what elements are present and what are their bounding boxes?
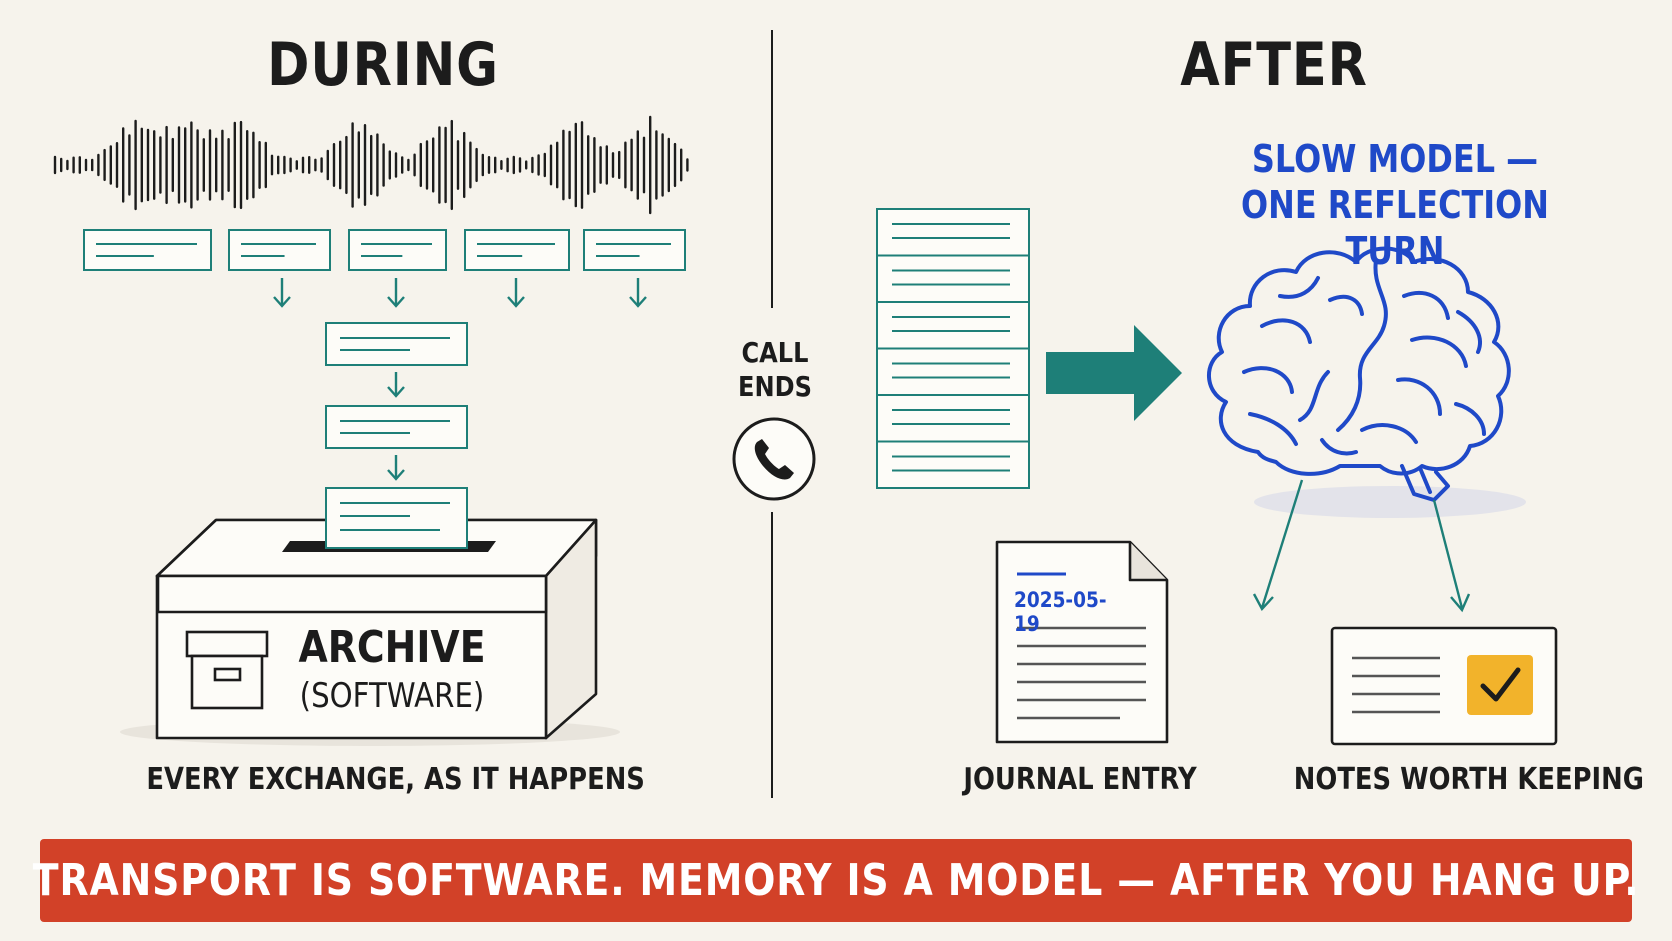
call-ends-label: CALL ENDS [732, 336, 818, 404]
call-ends-line1: CALL [741, 336, 809, 369]
archive-slip [325, 487, 468, 549]
journal-document [995, 540, 1169, 744]
transcript-snippets [83, 229, 686, 271]
transcript-snippet [348, 229, 447, 271]
archive-box-icon [185, 630, 269, 710]
summary-banner: TRANSPORT IS SOFTWARE. MEMORY IS A MODEL… [33, 839, 1638, 922]
notes-card [1330, 626, 1558, 746]
during-heading: DURING [267, 30, 499, 100]
during-caption: EVERY EXCHANGE, AS IT HAPPENS [146, 762, 645, 797]
archive-subtitle: (SOFTWARE) [299, 676, 485, 716]
notes-caption: NOTES WORTH KEEPING [1293, 762, 1644, 797]
summary-banner-text: TRANSPORT IS SOFTWARE. MEMORY IS A MODEL… [32, 855, 1640, 906]
journal-caption: JOURNAL ENTRY [963, 762, 1197, 797]
transcript-stack-row [876, 208, 1030, 257]
call-ends-line2: ENDS [738, 370, 812, 403]
audio-waveform [53, 115, 689, 215]
model-title-line2: ONE REFLECTION TURN [1240, 183, 1550, 273]
model-title: SLOW MODEL — ONE REFLECTION TURN [1214, 136, 1575, 274]
transcript-snippet [464, 229, 570, 271]
model-title-line1: SLOW MODEL — [1251, 137, 1539, 181]
transcript-stack-row [876, 254, 1030, 303]
brain-output-arrows [1252, 479, 1471, 613]
journal-date: 2025-05-19 [1014, 588, 1107, 636]
transcript-stack-row [876, 301, 1030, 350]
transcript-snippet [228, 229, 331, 271]
snippet-arrows [273, 278, 647, 481]
brain-icon [1207, 246, 1526, 518]
transcript-snippet [583, 229, 686, 271]
phone-icon [732, 417, 816, 501]
transcript-snippet [83, 229, 212, 271]
transcript-stack-row [876, 440, 1030, 489]
checkmark-icon [1467, 655, 1533, 715]
after-heading: AFTER [1180, 30, 1368, 100]
flow-arrow [1046, 325, 1182, 421]
transcript-stack-row [876, 347, 1030, 396]
message-stack [325, 322, 468, 449]
transcript-stack-row [876, 394, 1030, 443]
transcript-stack [876, 208, 1030, 489]
archive-title: ARCHIVE [298, 622, 486, 673]
